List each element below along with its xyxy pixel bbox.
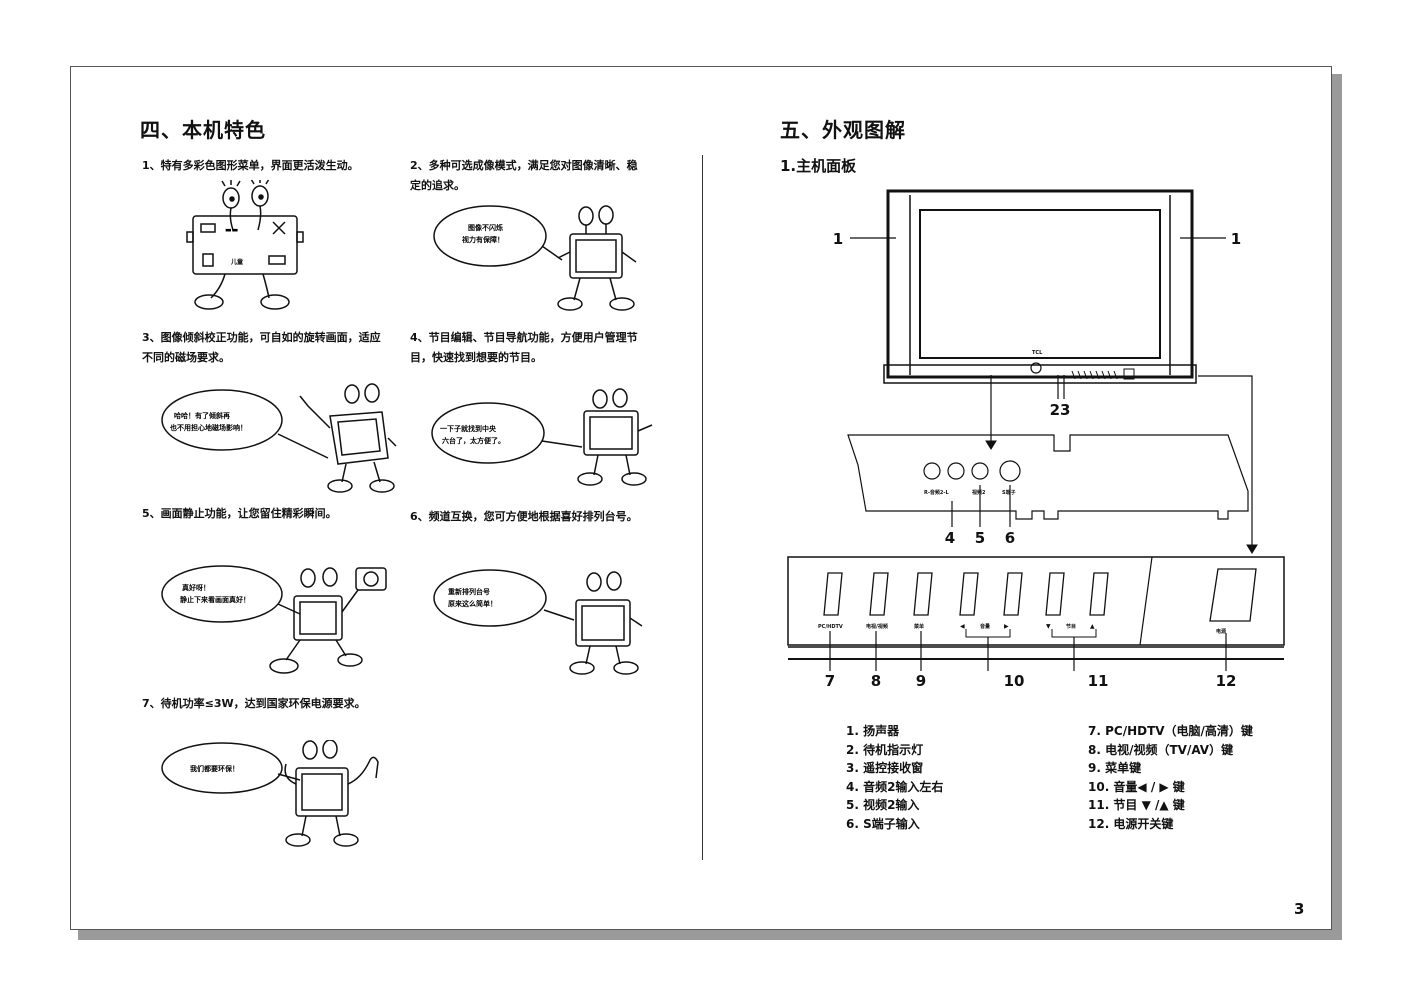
legend-item-3: 3. 遥控接收窗 bbox=[846, 761, 924, 775]
callout-1-left: 1 bbox=[833, 230, 843, 248]
bubble-5-line-2: 静止下来看画面真好！ bbox=[180, 595, 250, 604]
jack-label-audio2: R-音频2-L bbox=[924, 489, 949, 496]
legend-item-4: 4. 音频2输入左右 bbox=[846, 779, 944, 794]
eco-power-cartoon: 我们都要环保！ bbox=[161, 740, 379, 847]
bubble-6-line-2: 原来这么简单！ bbox=[448, 599, 497, 608]
jack-label-s-video: S端子 bbox=[1002, 489, 1016, 496]
legend-item-1: 1. 扬声器 bbox=[846, 724, 900, 738]
freeze-frame-cartoon: 真好呀！ 静止下来看画面真好！ bbox=[161, 565, 387, 674]
tv-logo: TCL bbox=[1032, 350, 1043, 356]
btn-label-pc-hdtv: PC/HDTV bbox=[818, 624, 843, 630]
legend-item-10: 10. 音量◀ / ▶ 键 bbox=[1088, 779, 1185, 794]
features-title: 四、本机特色 bbox=[140, 118, 266, 142]
bubble-7-line-1: 我们都要环保！ bbox=[190, 764, 239, 773]
bubble-3-line-1: 哈哈！有了倾斜再 bbox=[174, 411, 230, 420]
feature-6-text: 6、频道互换，您可方便地根据喜好排列台号。 bbox=[410, 510, 638, 523]
svg-text:▼: ▼ bbox=[1046, 623, 1051, 630]
callout-23: 23 bbox=[1050, 401, 1071, 419]
image-mode-cartoon: 图像不闪烁 视力有保障！ bbox=[433, 205, 637, 311]
legend-item-5: 5. 视频2输入 bbox=[846, 798, 920, 812]
legend-item-2: 2. 待机指示灯 bbox=[846, 742, 924, 757]
appearance-title: 五、外观图解 bbox=[780, 118, 906, 142]
btn-label-volume: 音量 bbox=[980, 623, 990, 630]
svg-text:▬▬: ▬▬ bbox=[225, 226, 238, 234]
front-panel-subtitle: 1.主机面板 bbox=[780, 157, 857, 175]
callout-10: 10 bbox=[1004, 672, 1025, 690]
btn-label-program: 节目 bbox=[1066, 623, 1076, 630]
btn-label-menu: 菜单 bbox=[913, 623, 924, 630]
svg-text:◀: ◀ bbox=[960, 623, 965, 630]
jack-label-video2: 视频2 bbox=[972, 489, 986, 496]
bubble-3-line-2: 也不用担心地磁场影响！ bbox=[170, 423, 247, 432]
jack-panel bbox=[847, 434, 1249, 520]
bubble-6-line-1: 重新排列台号 bbox=[448, 587, 490, 596]
callout-1-right: 1 bbox=[1231, 230, 1241, 248]
tv-bottom-panel bbox=[883, 364, 1197, 384]
tv-cabinet bbox=[886, 189, 1194, 379]
callout-4: 4 bbox=[945, 529, 955, 547]
svg-text:▶: ▶ bbox=[1004, 623, 1009, 630]
callout-9: 9 bbox=[916, 672, 926, 690]
column-divider bbox=[702, 155, 703, 860]
menu-icon-text-1: 儿童 bbox=[230, 258, 243, 266]
legend-item-7: 7. PC/HDTV（电脑/高清）键 bbox=[1088, 724, 1253, 738]
legend-right: 7. PC/HDTV（电脑/高清）键 8. 电视/视频（TV/AV）键 9. 菜… bbox=[1088, 722, 1253, 833]
callout-7: 7 bbox=[825, 672, 835, 690]
menu-board-cartoon: ▬▬ 儿童 bbox=[186, 180, 304, 310]
button-panel bbox=[787, 556, 1285, 646]
svg-text:▲: ▲ bbox=[1090, 623, 1095, 630]
feature-2-text: 2、多种可选成像模式，满足您对图像清晰、稳定的追求。 bbox=[410, 159, 638, 192]
feature-3-text: 3、图像倾斜校正功能，可自如的旋转画面，适应不同的磁场要求。 bbox=[142, 331, 381, 364]
callout-5: 5 bbox=[975, 529, 985, 547]
feature-4-text: 4、节目编辑、节目导航功能，方便用户管理节目，快速找到想要的节目。 bbox=[410, 331, 638, 364]
bubble-4-line-1: 一下子就找到中央 bbox=[440, 424, 497, 433]
tilt-correction-cartoon: 哈哈！有了倾斜再 也不用担心地磁场影响！ bbox=[161, 383, 397, 493]
tv-screen bbox=[919, 209, 1161, 359]
legend-left: 1. 扬声器 2. 待机指示灯 3. 遥控接收窗 4. 音频2输入左右 5. 视… bbox=[846, 722, 943, 833]
legend-item-9: 9. 菜单键 bbox=[1088, 761, 1142, 775]
page-number: 3 bbox=[1294, 900, 1305, 918]
callout-8: 8 bbox=[871, 672, 881, 690]
feature-1-text: 1、特有多彩色图形菜单，界面更活泼生动。 bbox=[142, 159, 359, 172]
front-panel-diagram: 1 1 TCL 23 4 5 6 R-音频2-L 视频2 S端子 PC/HDTV… bbox=[787, 189, 1285, 690]
bubble-2-line-2: 视力有保障！ bbox=[462, 235, 504, 244]
legend-item-6: 6. S端子输入 bbox=[846, 816, 920, 831]
program-nav-cartoon: 一下子就找到中央 六台了，太方便了。 bbox=[431, 388, 653, 486]
legend-item-8: 8. 电视/视频（TV/AV）键 bbox=[1088, 742, 1234, 757]
callout-6: 6 bbox=[1005, 529, 1015, 547]
channel-swap-cartoon: 重新排列台号 原来这么简单！ bbox=[433, 569, 643, 675]
legend-item-12: 12. 电源开关键 bbox=[1088, 816, 1174, 831]
callout-12: 12 bbox=[1216, 672, 1237, 690]
feature-7-text: 7、待机功率≤3W，达到国家环保电源要求。 bbox=[142, 697, 366, 710]
bubble-5-line-1: 真好呀！ bbox=[182, 583, 210, 592]
btn-label-tv-av: 电视/视频 bbox=[866, 623, 888, 630]
feature-5-text: 5、画面静止功能，让您留住精彩瞬间。 bbox=[142, 507, 337, 520]
legend-item-11: 11. 节目 ▼ /▲ 键 bbox=[1088, 798, 1185, 812]
bubble-2-line-1: 图像不闪烁 bbox=[468, 223, 503, 232]
btn-label-power: 电源 bbox=[1216, 628, 1226, 635]
bubble-4-line-2: 六台了，太方便了。 bbox=[442, 436, 505, 445]
callout-11: 11 bbox=[1088, 672, 1109, 690]
